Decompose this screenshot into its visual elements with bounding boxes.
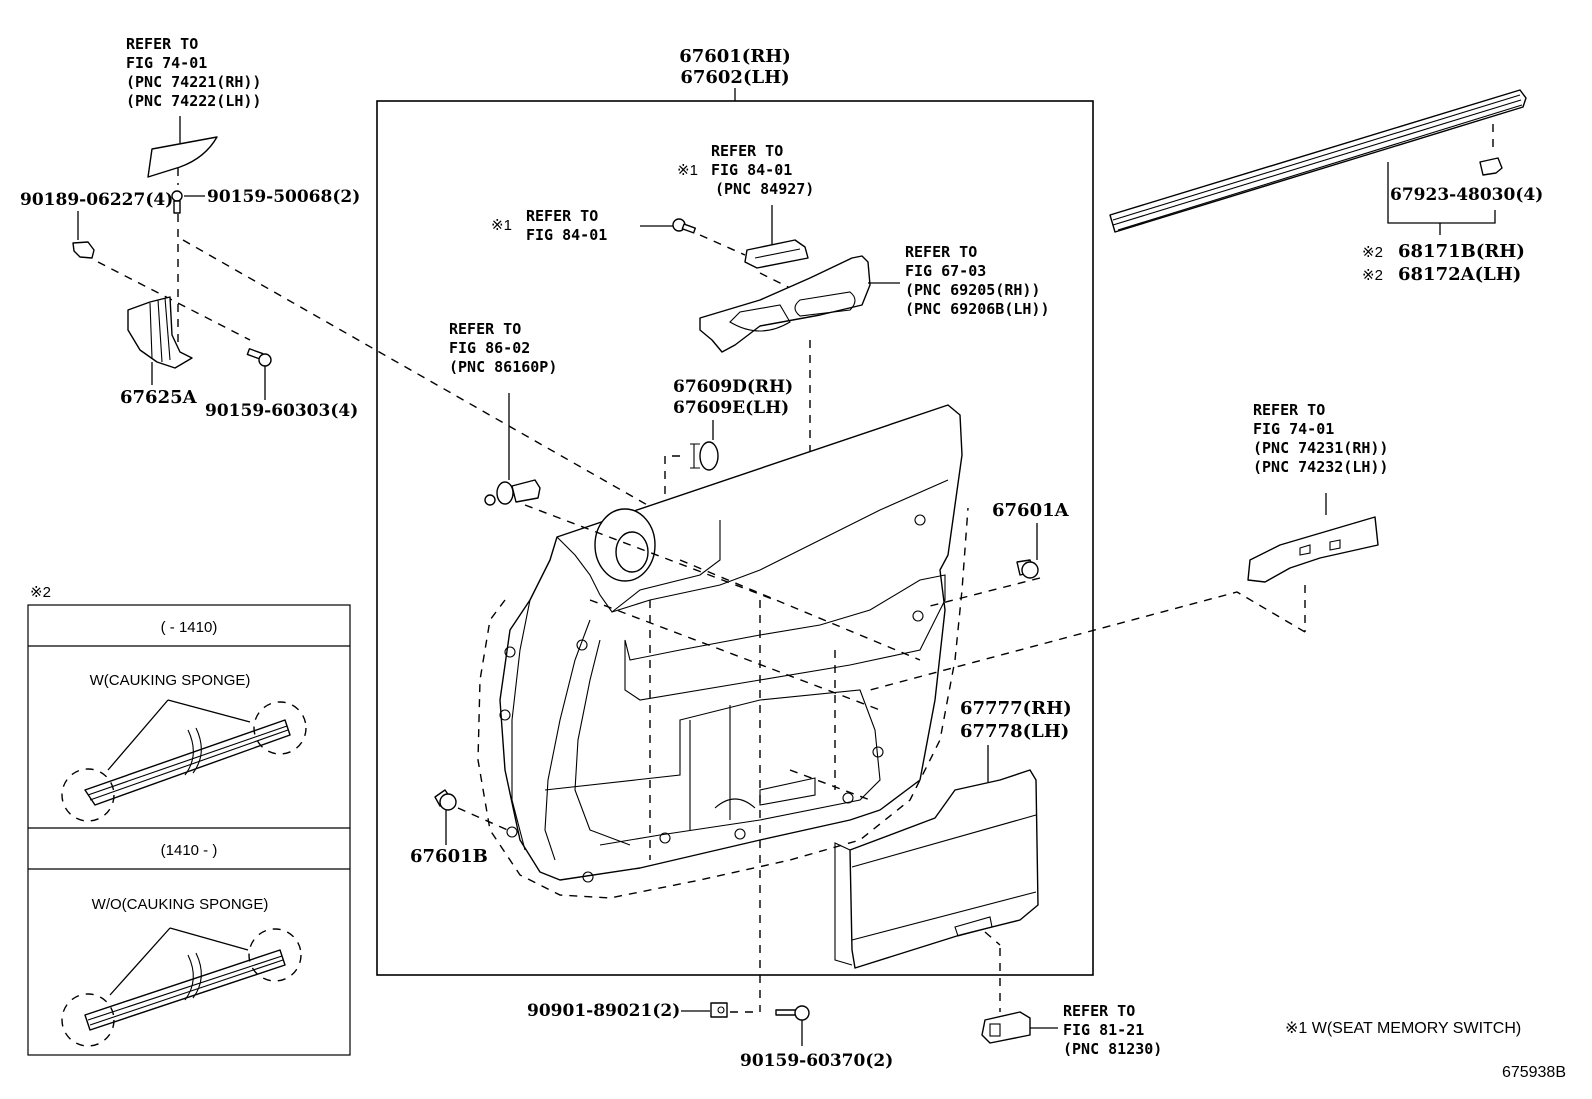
ref-84927-line1: REFER TO	[711, 142, 783, 160]
ref-74221-label: REFER TO FIG 74-01 (PNC 74221(RH)) (PNC …	[126, 35, 261, 110]
clip-67923-part	[1479, 157, 1503, 176]
figure-id: 675938B	[1502, 1064, 1566, 1081]
garnish-74221-part	[147, 136, 218, 178]
clip-67601B-part	[434, 789, 457, 811]
inset-caption-1: W(CAUKING SPONGE)	[90, 672, 251, 689]
courtesy-lamp-86160P-part	[484, 479, 541, 506]
footnote-seat-memory: ※1 W(SEAT MEMORY SWITCH)	[1285, 1020, 1521, 1037]
ref-67-03-line1: REFER TO	[905, 243, 977, 261]
screw-90159-60370-label: 90159-60370(2)	[740, 1051, 893, 1071]
cap-67609-part	[690, 441, 719, 471]
clip-67923-label: 67923-48030(4)	[1390, 185, 1543, 205]
ref-67-03-line4: (PNC 69206B(LH))	[905, 300, 1050, 318]
inset-strip-with-sponge	[61, 699, 307, 822]
ref-86-02-line1: REFER TO	[449, 320, 521, 338]
ref-74231-line2: FIG 74-01	[1253, 420, 1334, 438]
weatherstrip-mark-lh: ※2	[1362, 267, 1383, 284]
screw-90159-60303-part	[246, 348, 272, 367]
ref-81-21-label: REFER TO FIG 81-21 (PNC 81230)	[1063, 1002, 1162, 1058]
weatherstrip-label-rh: 68171B(RH)	[1398, 241, 1525, 262]
ref-84-01-screw-line1: REFER TO	[526, 207, 598, 225]
inset-period-2: (1410 - )	[161, 842, 218, 859]
screw-90159-50068-label: 90159-50068(2)	[207, 187, 360, 207]
inset-period-1: ( - 1410)	[161, 619, 218, 636]
ref-86-02-label: REFER TO FIG 86-02 (PNC 86160P)	[449, 320, 557, 376]
main-assembly-frame	[376, 88, 1094, 976]
ref-74231-label: REFER TO FIG 74-01 (PNC 74231(RH)) (PNC …	[1253, 401, 1388, 476]
main-panel-label-lh: 67602(LH)	[680, 67, 789, 88]
ref-84-01-screw-line2: FIG 84-01	[526, 226, 607, 244]
ref-84927-line3: (PNC 84927)	[715, 180, 814, 198]
ref-84927-line2: FIG 84-01	[711, 161, 792, 179]
screw-90159-60303-label: 90159-60303(4)	[205, 401, 358, 421]
ref-74221-line2: FIG 74-01	[126, 54, 207, 72]
inset-box	[27, 604, 351, 1056]
main-panel-label-rh: 67601(RH)	[679, 46, 791, 67]
clip-67601A-label: 67601A	[992, 500, 1070, 521]
armrest-base-69205-part	[699, 255, 871, 353]
ref-81-21-line2: FIG 81-21	[1063, 1021, 1144, 1039]
switch-screw-part	[672, 218, 697, 234]
clip-67601B-label: 67601B	[410, 846, 488, 867]
lower-panel-label-lh: 67778(LH)	[960, 721, 1069, 742]
weatherstrip-mark-rh: ※2	[1362, 244, 1383, 261]
ref-67-03-line2: FIG 67-03	[905, 262, 986, 280]
ref-67-03-label: REFER TO FIG 67-03 (PNC 69205(RH)) (PNC …	[905, 243, 1050, 318]
ref-74231-line3: (PNC 74231(RH))	[1253, 439, 1388, 457]
ref-84927-mark: ※1	[677, 162, 698, 179]
ref-74231-line4: (PNC 74232(LH))	[1253, 458, 1388, 476]
ref-74231-line1: REFER TO	[1253, 401, 1325, 419]
ref-74221-line4: (PNC 74222(LH))	[126, 92, 261, 110]
clip-90189-label: 90189-06227(4)	[20, 190, 173, 210]
lower-panel-label-rh: 67777(RH)	[960, 698, 1072, 719]
clip-location-outline	[477, 507, 969, 899]
bracket-67625A-label: 67625A	[120, 387, 198, 408]
inset-strip-without-sponge	[61, 927, 302, 1047]
ref-74221-line3: (PNC 74221(RH))	[126, 73, 261, 91]
screw-90159-60370-part	[775, 1005, 810, 1021]
clip-67601A-part	[1016, 559, 1039, 579]
lower-trim-67777-part	[834, 769, 1039, 969]
inset-mark: ※2	[30, 584, 51, 601]
ref-86-02-line2: FIG 86-02	[449, 339, 530, 357]
ref-81-21-line3: (PNC 81230)	[1063, 1040, 1162, 1058]
clip-90189-part	[72, 241, 95, 259]
ref-81-21-line1: REFER TO	[1063, 1002, 1135, 1020]
inset-caption-2: W/O(CAUKING SPONGE)	[92, 896, 269, 913]
ref-74221-line1: REFER TO	[126, 35, 198, 53]
cap-67609-label-lh: 67609E(LH)	[673, 398, 789, 418]
screw-90159-50068-part	[171, 190, 183, 214]
cap-67609-label-rh: 67609D(RH)	[673, 377, 793, 397]
ref-67-03-line3: (PNC 69205(RH))	[905, 281, 1040, 299]
weatherstrip-label-lh: 68172A(LH)	[1398, 264, 1521, 285]
ref-86-02-line3: (PNC 86160P)	[449, 358, 557, 376]
weatherstrip-68171B-part	[1109, 89, 1527, 233]
clip-90901-part	[710, 1002, 728, 1018]
clip-90901-label: 90901-89021(2)	[527, 1001, 680, 1021]
ref-84-01-screw-mark: ※1	[491, 217, 512, 234]
door-trim-panel-67601-part	[499, 404, 963, 883]
ref-84927-label: REFER TO ※1 FIG 84-01 (PNC 84927)	[677, 142, 814, 198]
switch-base-74231-part	[1247, 516, 1379, 583]
window-switch-81230-part	[981, 1011, 1031, 1044]
